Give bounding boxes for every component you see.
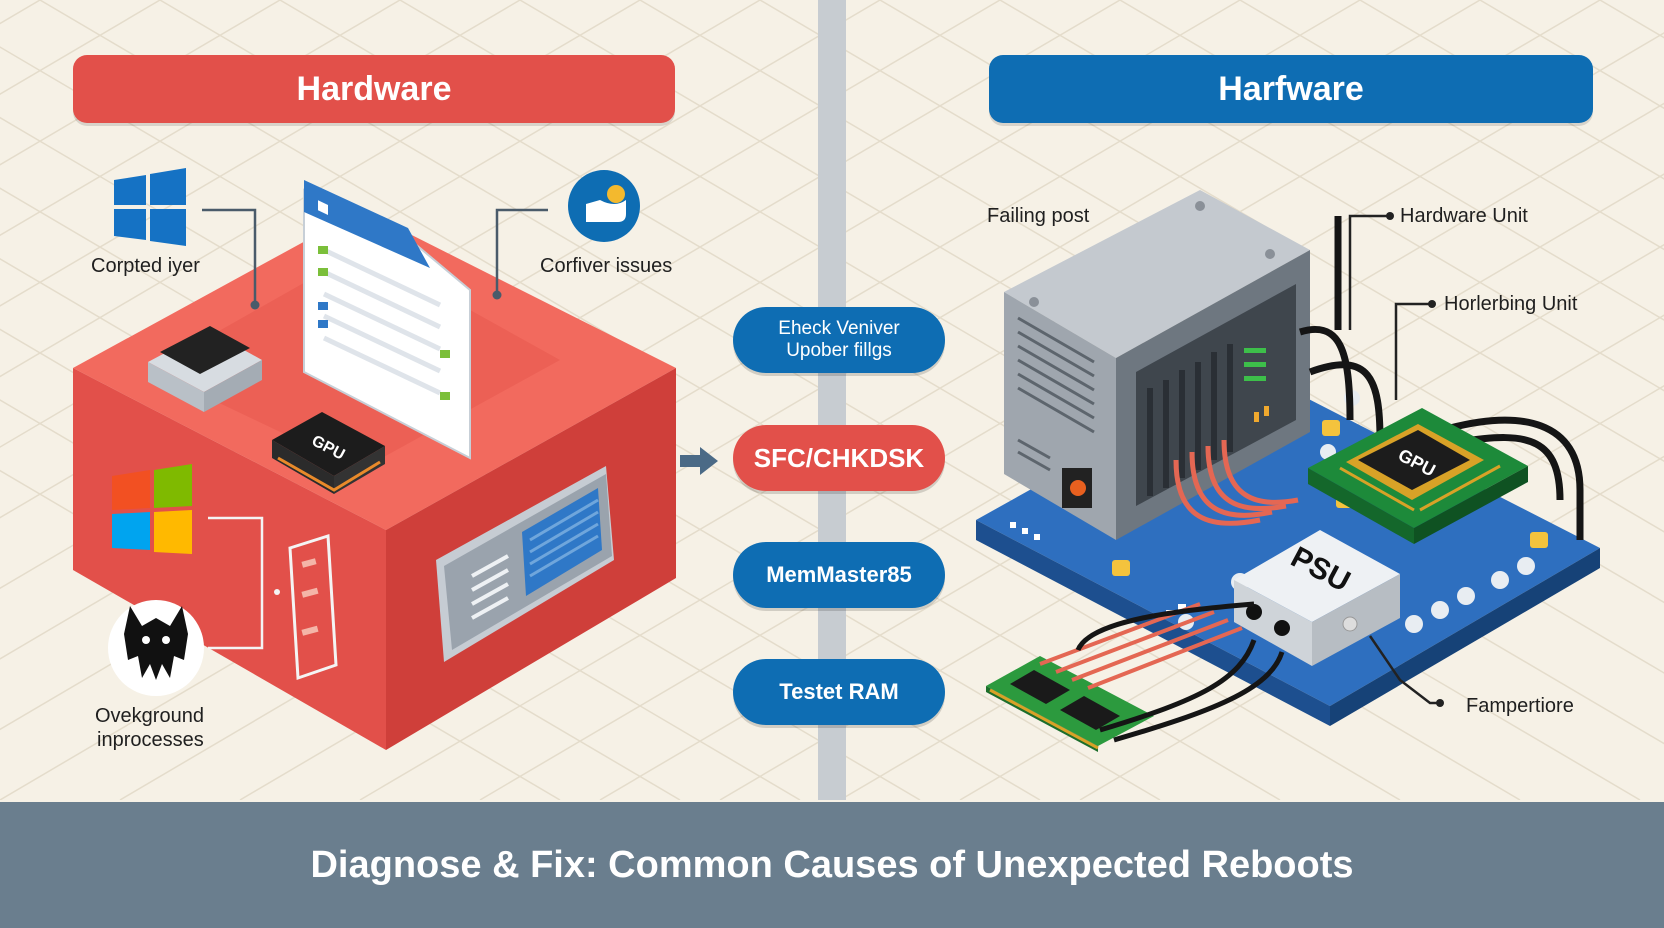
document-window-icon [303,180,471,460]
background-grid [0,0,1664,800]
handling-unit-label: Horlerbing Unit [1444,293,1578,315]
background-processes-label-1: Ovekground [95,705,204,727]
psu-unit-icon: PSU [1234,530,1400,666]
gpu-chip-icon: GPU [272,412,385,494]
hardware-illustration: GPU PSU [976,190,1600,752]
left-panel-title: Hardware [73,55,675,123]
failing-post-label: Failing post [987,205,1090,227]
hardware-unit-label: Hardware Unit [1400,205,1528,227]
data-cables [1298,216,1584,540]
footer-title: Diagnose & Fix: Common Causes of Unexpec… [0,802,1664,928]
leader-lines [1348,214,1440,705]
corrupted-layer-label: Corpted iyer [91,255,200,277]
software-illustration: GPU [73,168,718,750]
step-check-driver-line2: Upober fillgs [786,340,892,361]
driver-icon [568,170,640,242]
background-process-icon [108,600,204,696]
windows-logo-icon [114,168,186,246]
driver-issues-label: Corfiver issues [540,255,673,277]
power-supply-box [1004,190,1310,540]
windows-color-logo-icon [112,464,192,554]
task-list-panel [288,533,338,681]
temperature-label: Fampertiore [1466,695,1574,717]
box-left-face [73,368,386,750]
step-check-driver: Eheck Veniver Upober fillgs [733,307,945,373]
right-panel-title: Harfware [989,55,1593,123]
cpu-chip-icon [148,326,262,412]
background-processes-label-2: inprocesses [97,729,204,751]
power-cables [1173,439,1299,526]
ram-stick-icon [986,656,1154,752]
step-memmaster: MemMaster85 [733,542,945,608]
monitor-panel-icon [436,466,614,662]
step-test-ram: Testet RAM [733,659,945,725]
step-sfc-chkdsk: SFC/CHKDSK [733,425,945,491]
arrow-right-icon [680,447,718,475]
step-check-driver-line1: Eheck Veniver [778,318,900,339]
gpu-board-icon: GPU [1308,408,1528,544]
